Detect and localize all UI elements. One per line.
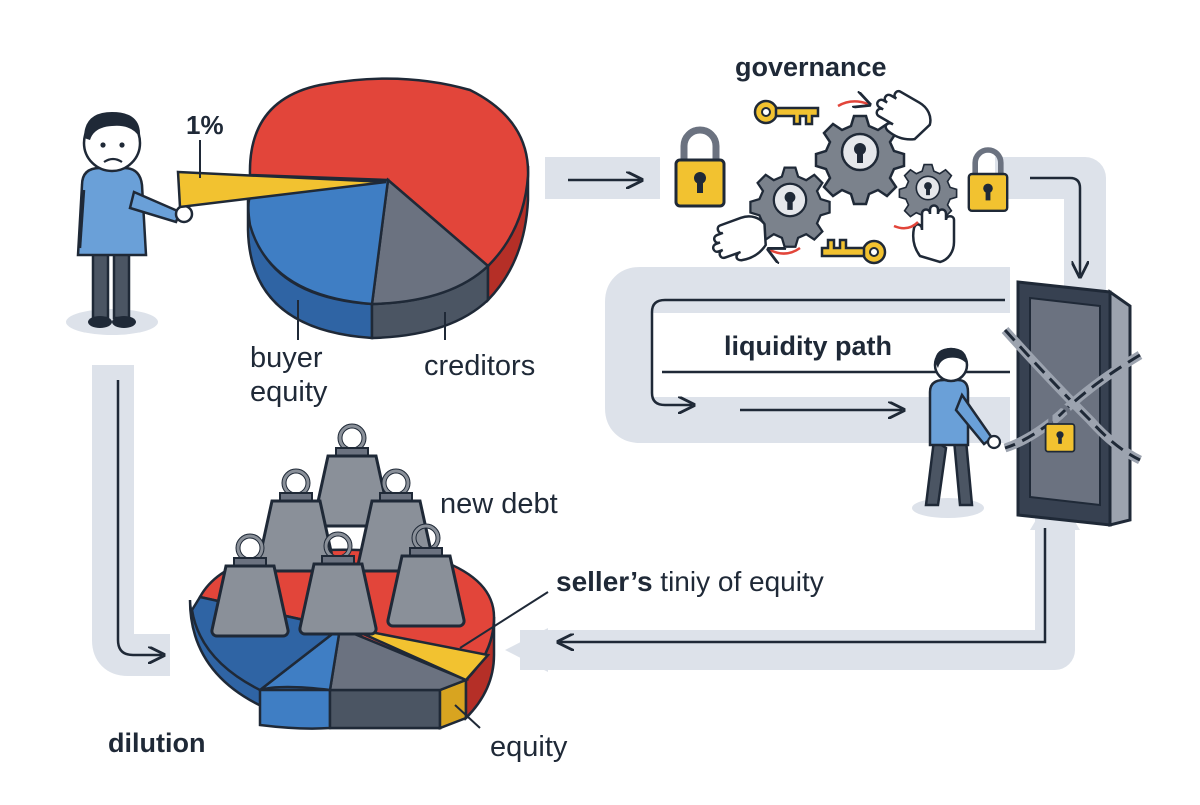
- buyer-equity-label-line1: buyer: [250, 342, 323, 374]
- liquidity-path-label: liquidity path: [724, 331, 892, 361]
- top-pie-chart: [176, 77, 530, 340]
- seller-equity-label: seller’s tiniy of equity: [556, 568, 824, 596]
- key-icon: [820, 238, 887, 265]
- flow-band-left: [92, 365, 170, 676]
- padlock-icon: [969, 150, 1007, 211]
- buyer-equity-label-line2: equity: [250, 376, 328, 408]
- creditors-label: creditors: [424, 350, 536, 382]
- arrow-icon: [650, 298, 1005, 405]
- governance-label: governance: [735, 52, 887, 82]
- flow-band-liquidity-loop: [605, 267, 1010, 443]
- chained-door-icon: [1001, 280, 1143, 527]
- arrow-icon: [560, 528, 1047, 642]
- seller-equity-label-bold: seller’s: [556, 566, 653, 597]
- new-debt-label: new debt: [440, 488, 558, 520]
- arrow-icon: [116, 380, 162, 655]
- padlock-icon: [676, 130, 724, 206]
- seller-equity-label-rest: tiniy of equity: [652, 566, 824, 597]
- walking-person-icon: [912, 347, 1002, 518]
- one-percent-label: 1%: [186, 110, 224, 140]
- dilution-label: dilution: [108, 728, 206, 758]
- arrow-icon: [1030, 176, 1080, 275]
- unhappy-person-icon: [66, 112, 194, 335]
- equity-label: equity: [490, 731, 568, 763]
- key-icon: [753, 99, 820, 126]
- governance-cluster: [676, 83, 1007, 270]
- weights-group: [212, 426, 464, 636]
